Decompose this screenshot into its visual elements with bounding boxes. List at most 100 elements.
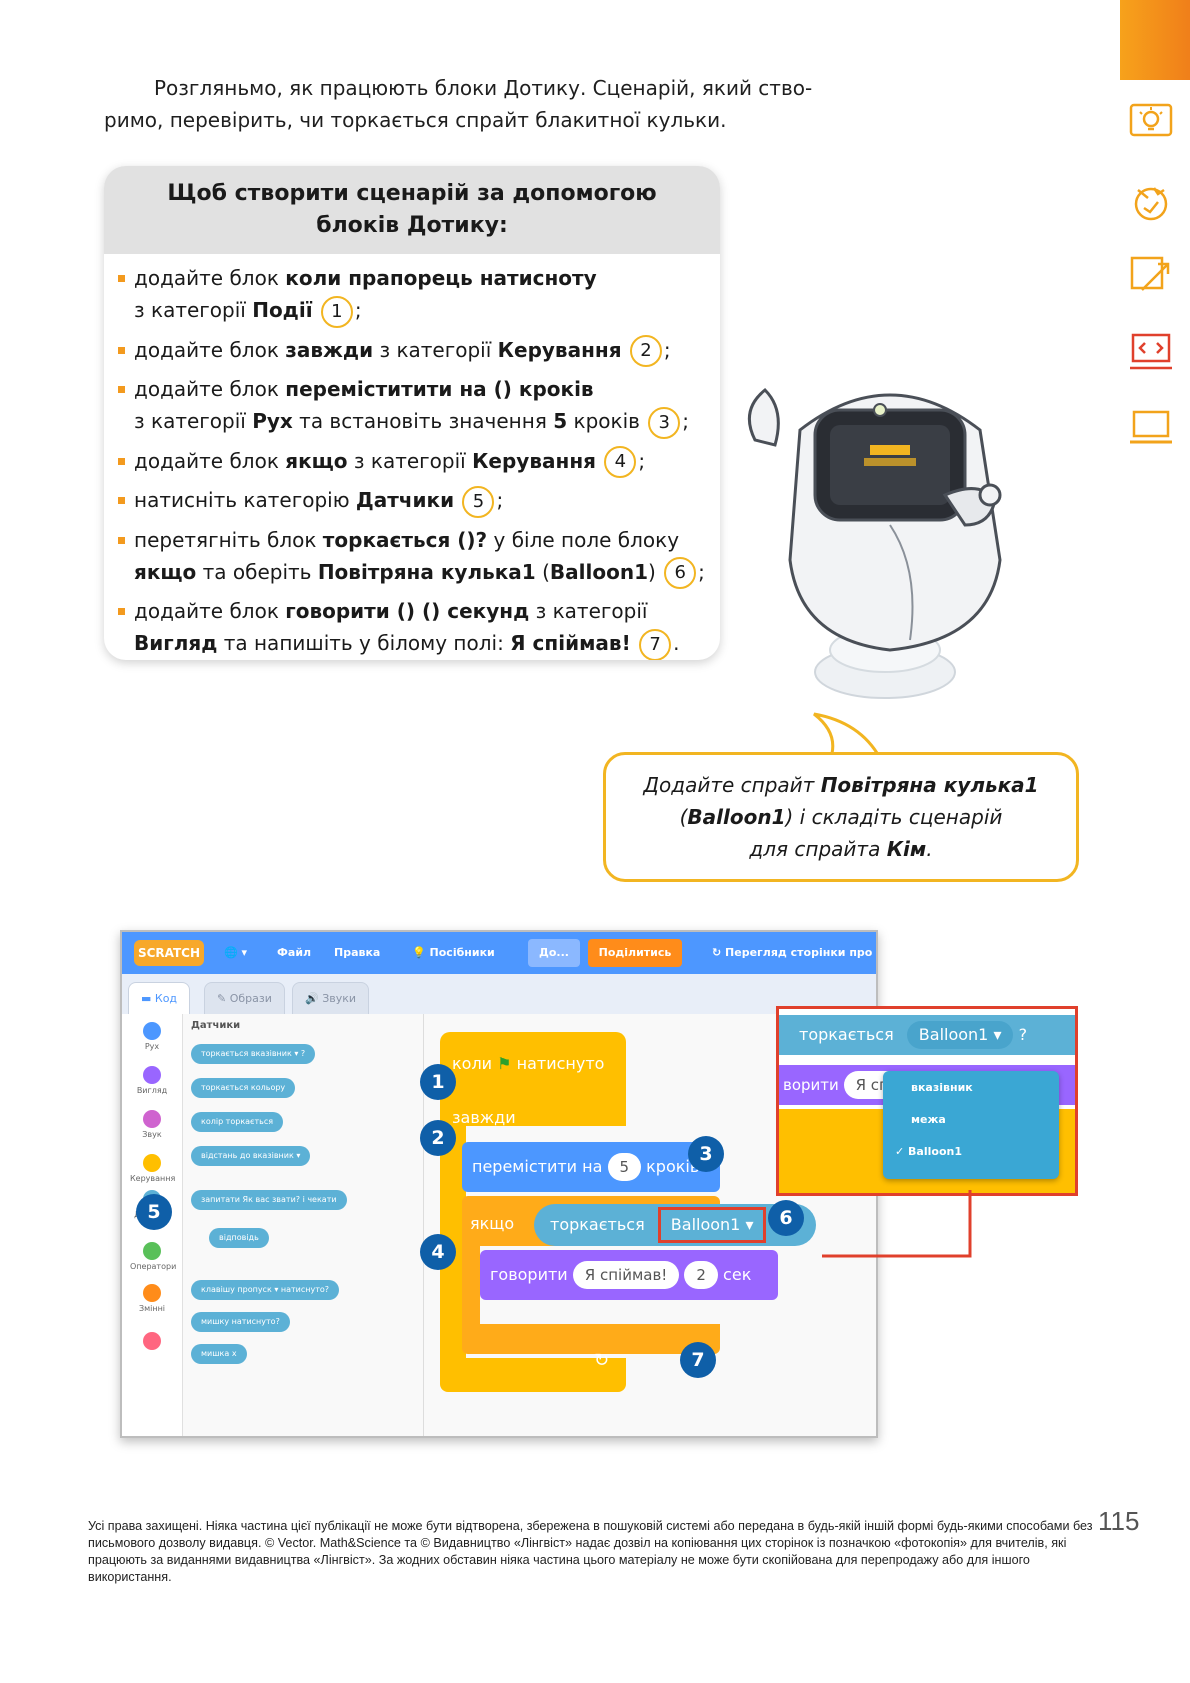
globe-icon[interactable]: 🌐 ▾ bbox=[224, 946, 248, 959]
brush-icon: ✎ bbox=[217, 992, 230, 1005]
say-text-input[interactable]: Я спіймав! bbox=[572, 1261, 680, 1289]
step-item: натисніть категорію Датчики 5; bbox=[116, 484, 710, 518]
step-item: перетягніть блок торкається ()? у біле п… bbox=[116, 524, 710, 589]
tutorials-icon: 💡 bbox=[412, 946, 430, 959]
move-block[interactable]: перемістити на 5 кроків bbox=[462, 1142, 720, 1192]
instruction-box: Щоб створити сценарій за допомогою блокі… bbox=[104, 166, 720, 660]
code-workspace: коли ⚑ натиснуто завжди перемістити на 5… bbox=[424, 1014, 876, 1436]
editor-tabs: ▬ Код ✎ Образи 🔊 Звуки bbox=[122, 974, 876, 1015]
see-project-page-link[interactable]: ↻ Перегляд сторінки про bbox=[712, 946, 873, 959]
category-item[interactable]: Оператори bbox=[130, 1242, 176, 1271]
step-number-badge: 5 bbox=[462, 485, 495, 518]
project-title-field[interactable]: До... bbox=[528, 939, 580, 967]
palette-block[interactable]: колір торкається bbox=[191, 1112, 284, 1132]
palette-block[interactable]: мишку натиснуто? bbox=[191, 1312, 290, 1332]
category-label: Рух bbox=[144, 1042, 160, 1051]
step-marker: 3 bbox=[688, 1136, 724, 1172]
category-item[interactable] bbox=[130, 1332, 174, 1352]
target-icon bbox=[1130, 256, 1170, 291]
bubble-tail bbox=[813, 712, 882, 760]
see-page-icon: ↻ bbox=[712, 946, 726, 959]
step-marker: 7 bbox=[680, 1342, 716, 1378]
tab-code[interactable]: ▬ Код bbox=[128, 982, 191, 1015]
intro-line-1: Розгляньмо, як працюють блоки Дотику. Сц… bbox=[154, 76, 813, 100]
check-icon: ✓ bbox=[895, 1145, 909, 1158]
category-label: Звук bbox=[142, 1130, 162, 1139]
instruction-box-title: Щоб створити сценарій за допомогою блокі… bbox=[167, 181, 657, 238]
palette-block[interactable]: торкається кольору bbox=[191, 1078, 296, 1098]
palette-title: Датчики bbox=[191, 1020, 241, 1031]
step-marker: 1 bbox=[420, 1064, 456, 1100]
dropdown-zoom-popup: торкається Balloon1 ▾ ? ворити Я сп вказ… bbox=[776, 1006, 1078, 1196]
puzzle-icon bbox=[1134, 187, 1168, 221]
palette-block[interactable]: клавішу пропуск ▾ натиснуто? bbox=[191, 1280, 340, 1300]
step-item: додайте блок переміститити на () кроків … bbox=[116, 373, 710, 439]
step-number-badge: 7 bbox=[639, 628, 672, 660]
category-dot-icon bbox=[143, 1332, 161, 1350]
step-item: додайте блок якщо з категорії Керування … bbox=[116, 445, 710, 478]
palette-block[interactable]: торкається вказівник ▾ ? bbox=[191, 1044, 316, 1064]
category-dot-icon bbox=[143, 1066, 161, 1084]
intro-line-2: римо, перевірить, чи торкається спрайт б… bbox=[104, 108, 727, 132]
category-item[interactable]: Вигляд bbox=[130, 1066, 174, 1095]
robot-illustration bbox=[747, 387, 1002, 699]
dropdown-option-selected[interactable]: ✓ Balloon1 bbox=[895, 1145, 962, 1158]
dropdown-option[interactable]: межа bbox=[911, 1113, 946, 1126]
instruction-box-header: Щоб створити сценарій за допомогою блокі… bbox=[104, 166, 720, 254]
category-dot-icon bbox=[143, 1022, 161, 1040]
category-dot-icon bbox=[143, 1242, 161, 1260]
code-icon: ▬ bbox=[141, 992, 155, 1005]
step-number-badge: 1 bbox=[320, 295, 353, 328]
category-item[interactable]: Звук bbox=[130, 1110, 174, 1139]
step-number-badge: 2 bbox=[629, 335, 662, 367]
popup-touching-block[interactable]: торкається Balloon1 ▾ ? bbox=[779, 1015, 1075, 1055]
palette-block[interactable]: мишка х bbox=[191, 1344, 247, 1364]
palette-block[interactable]: відповідь bbox=[209, 1228, 269, 1248]
if-label: якщо bbox=[470, 1214, 515, 1233]
category-label: Змінні bbox=[138, 1304, 166, 1313]
tab-sounds[interactable]: 🔊 Звуки bbox=[292, 982, 370, 1015]
tab-costumes[interactable]: ✎ Образи bbox=[204, 982, 285, 1015]
share-button[interactable]: Поділитись bbox=[588, 939, 682, 967]
step-marker: 2 bbox=[420, 1120, 456, 1156]
step-item: додайте блок коли прапорець натисноту з … bbox=[116, 262, 710, 328]
loop-arrow-icon: ↻ bbox=[594, 1350, 610, 1371]
touching-target-dropdown[interactable]: Balloon1 ▾ bbox=[657, 1207, 767, 1243]
popup-target-dropdown[interactable]: Balloon1 ▾ bbox=[906, 1021, 1014, 1049]
popup-connector bbox=[822, 1190, 972, 1258]
menu-tutorials[interactable]: 💡 Посібники bbox=[412, 946, 495, 959]
code-screen-icon bbox=[1130, 333, 1172, 370]
step-marker: 6 bbox=[768, 1200, 804, 1236]
category-item[interactable]: Змінні bbox=[130, 1284, 174, 1313]
dropdown-option[interactable]: вказівник bbox=[911, 1081, 973, 1094]
palette-block[interactable]: відстань до вказівник ▾ bbox=[191, 1146, 311, 1166]
speech-bubble: Додайте спрайт Повітряна кулька1 (Balloo… bbox=[603, 752, 1079, 882]
palette-block[interactable]: запитати Як вас звати? і чекати bbox=[191, 1190, 347, 1210]
step-number-badge: 6 bbox=[664, 557, 697, 589]
green-flag-icon: ⚑ bbox=[497, 1054, 512, 1073]
block-palette: Датчики торкається вказівник ▾ ? торкаєт… bbox=[183, 1014, 424, 1436]
category-label: Керування bbox=[130, 1174, 176, 1183]
steps-list: додайте блок коли прапорець натисноту з … bbox=[104, 254, 720, 660]
speaker-icon: 🔊 bbox=[305, 992, 323, 1005]
section-tab bbox=[1120, 0, 1190, 80]
category-dot-icon bbox=[143, 1284, 161, 1302]
forever-label: завжди bbox=[452, 1108, 516, 1127]
say-block[interactable]: говорити Я спіймав! 2 сек bbox=[480, 1250, 778, 1300]
say-seconds-input[interactable]: 2 bbox=[684, 1261, 718, 1289]
category-item[interactable]: Рух bbox=[130, 1022, 174, 1051]
lightbulb-icon bbox=[1129, 103, 1173, 137]
step-marker: 4 bbox=[420, 1234, 456, 1270]
scratch-logo[interactable]: SCRATCH bbox=[134, 940, 204, 966]
move-steps-input[interactable]: 5 bbox=[607, 1153, 642, 1181]
step-number-badge: 4 bbox=[604, 446, 637, 478]
category-item[interactable]: Керування bbox=[130, 1154, 176, 1183]
menu-file[interactable]: Файл bbox=[277, 946, 312, 959]
when-flag-block[interactable]: коли ⚑ натиснуто bbox=[452, 1054, 605, 1073]
scratch-menubar: SCRATCH 🌐 ▾ Файл Правка 💡 Посібники До..… bbox=[122, 932, 876, 974]
copyright-footer: Усі права захищені. Ніяка частина цієї п… bbox=[88, 1519, 1093, 1584]
step-item: додайте блок завжди з категорії Керуванн… bbox=[116, 334, 710, 367]
menu-edit[interactable]: Правка bbox=[334, 946, 381, 959]
category-menu: РухВиглядЗвукКеруванняДатчикиОператориЗм… bbox=[122, 1014, 183, 1436]
step-marker: 5 bbox=[136, 1194, 172, 1230]
